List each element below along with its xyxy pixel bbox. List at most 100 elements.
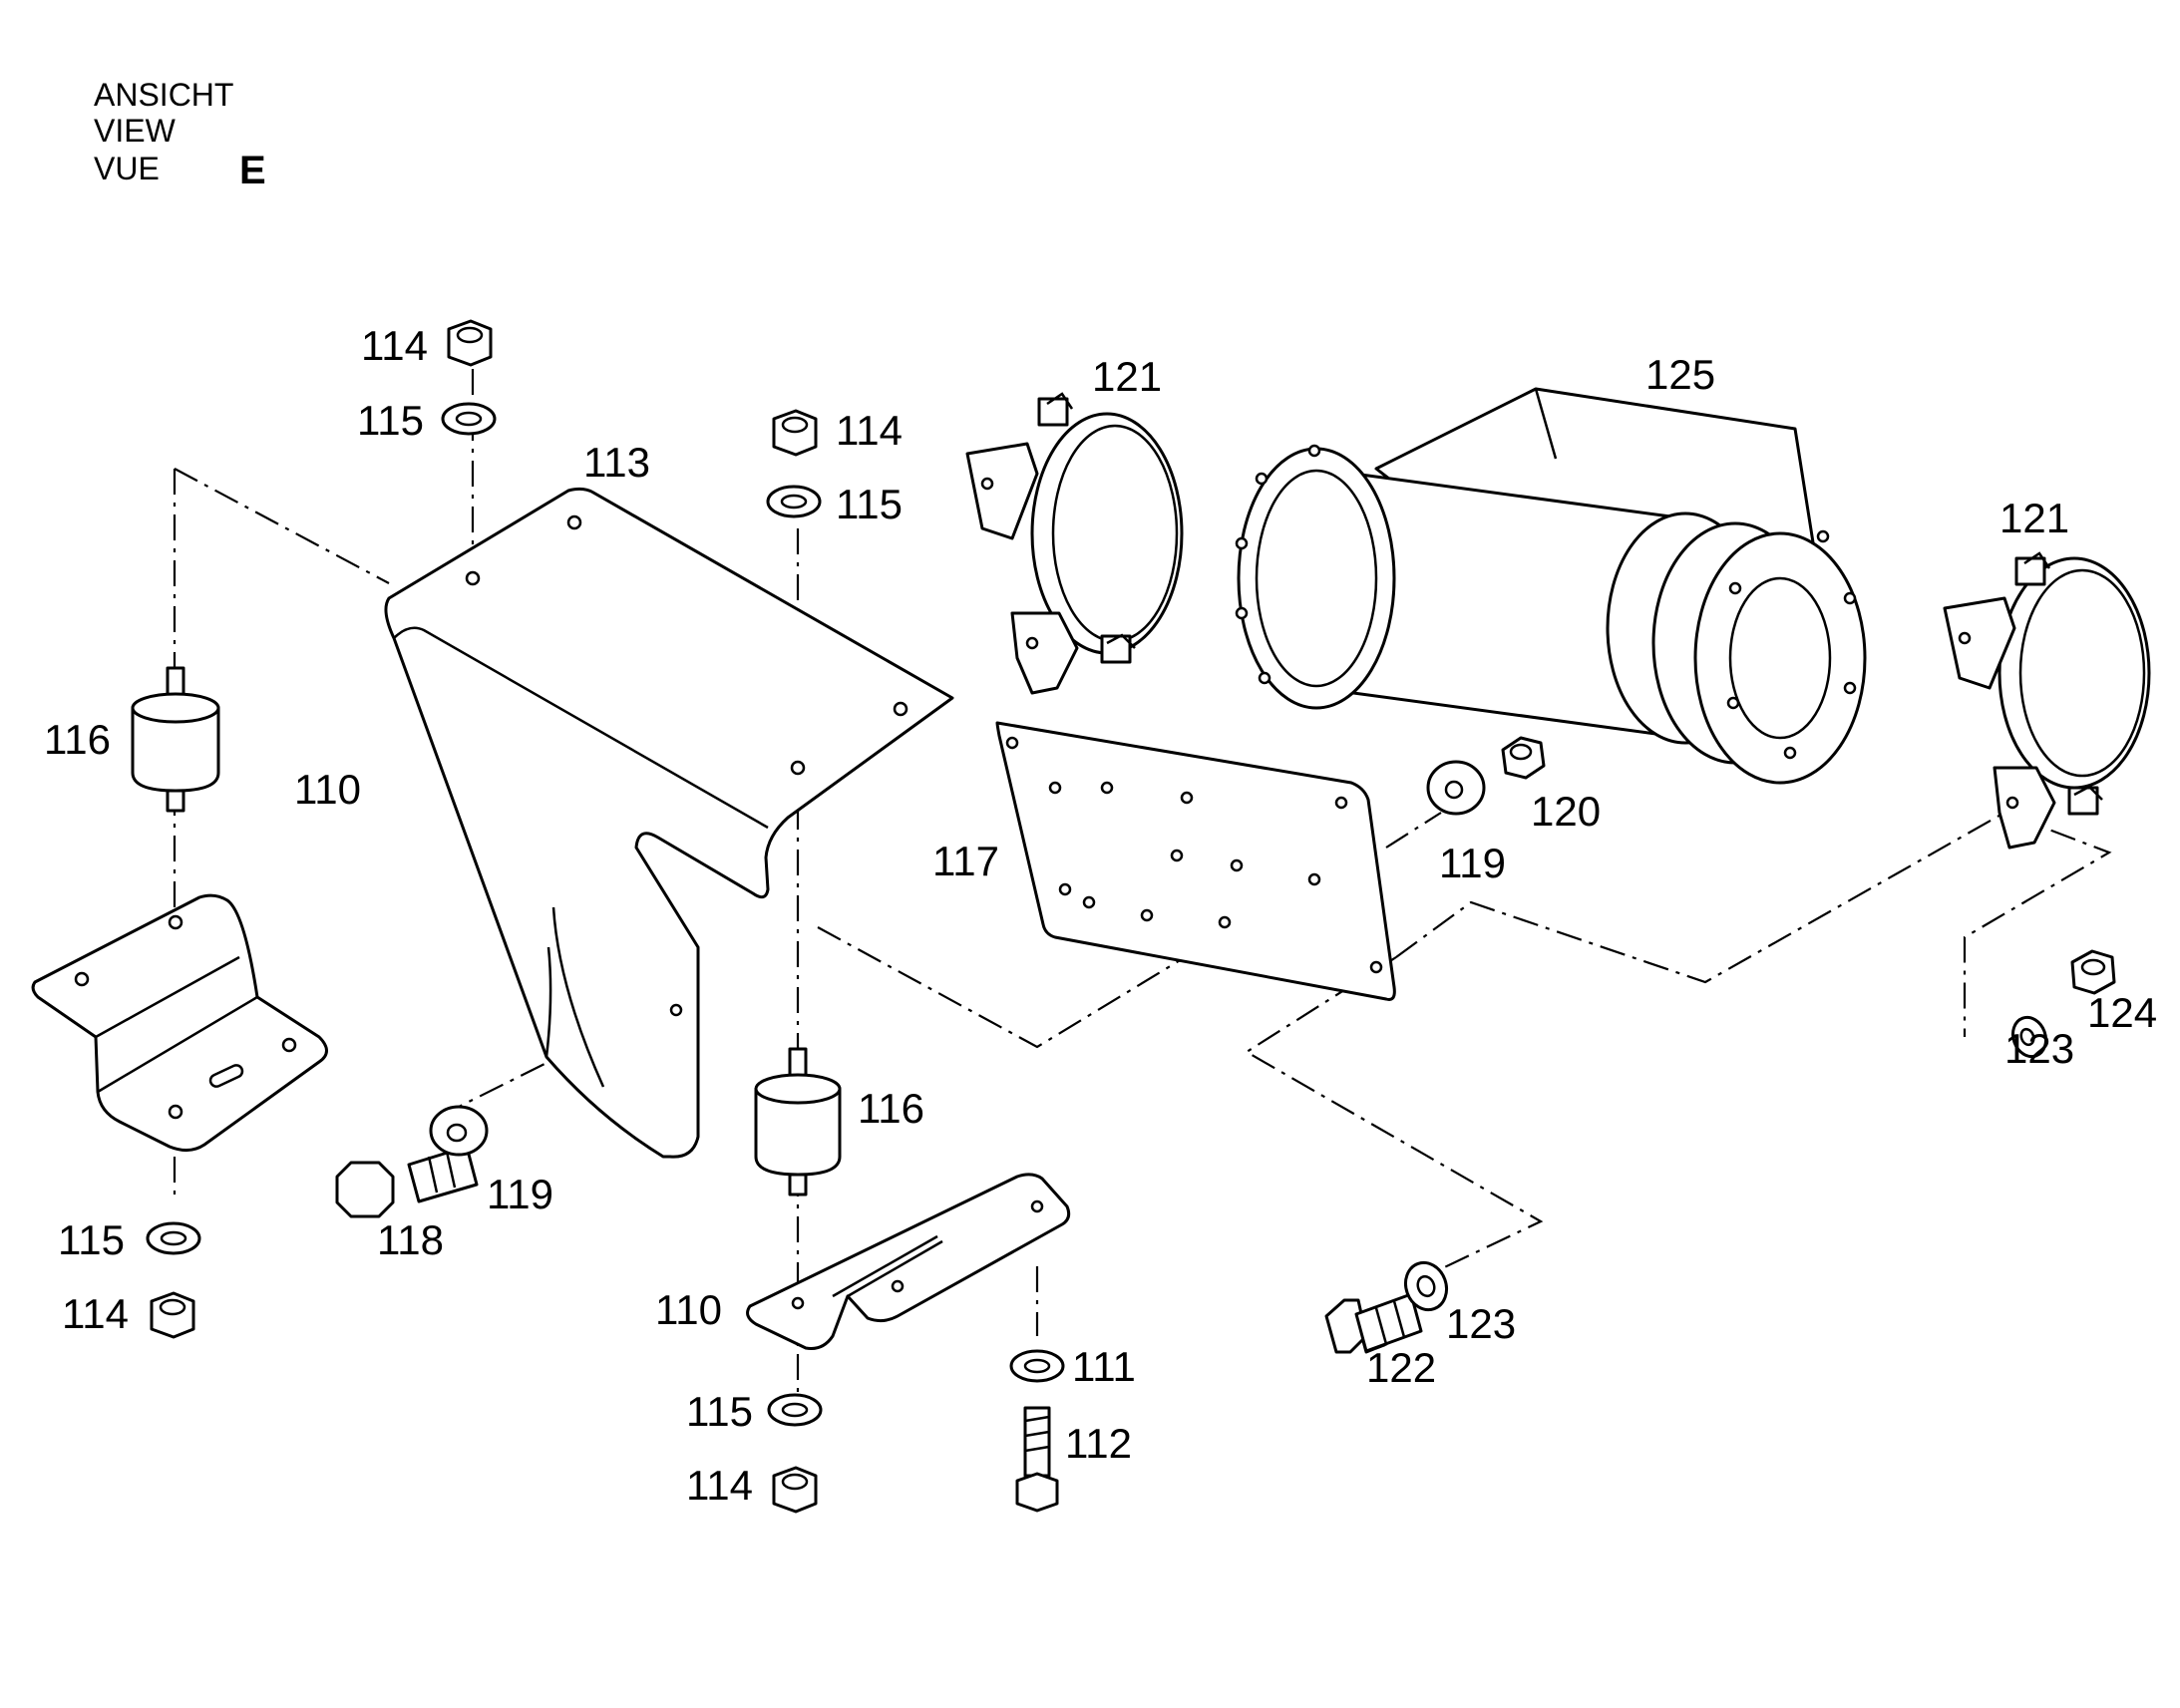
callout-114-top: 114 — [361, 322, 428, 369]
callout-111: 111 — [1072, 1343, 1136, 1390]
callout-115-top: 115 — [357, 397, 424, 444]
view-letter: E — [239, 149, 266, 192]
washer-119-left — [429, 1105, 489, 1157]
flange-hole — [1255, 472, 1269, 486]
callout-115-mid: 115 — [836, 481, 903, 527]
clamp-bolt-head — [2067, 786, 2099, 816]
bolt-112 — [1015, 1406, 1059, 1513]
view-label-view: VIEW — [94, 113, 177, 149]
view-label-block: ANSICHT VIEW VUE E — [94, 77, 266, 192]
flange-hole — [1843, 591, 1857, 605]
flange-hole — [1783, 746, 1797, 760]
clamp-hole — [980, 477, 994, 491]
bracket-hole — [168, 914, 183, 930]
hex-nut-114-mid — [772, 409, 818, 457]
mount-stud-bottom — [166, 789, 185, 813]
rubber-mount-116-left — [131, 666, 220, 813]
callout-123-right: 123 — [2004, 1025, 2074, 1072]
assembly-line-right-route — [1395, 811, 2112, 1037]
view-label-vue: VUE — [94, 151, 160, 186]
clamp-121-right — [1943, 551, 2151, 850]
plate-hole — [1082, 895, 1096, 909]
callout-121-left: 121 — [1092, 353, 1162, 400]
bracket-hole — [891, 1279, 905, 1293]
bracket-hole — [1030, 1199, 1044, 1213]
callout-117: 117 — [932, 838, 999, 884]
plate-hole — [1218, 915, 1232, 929]
clamp-hole — [1958, 631, 1972, 645]
plate-hole — [1334, 796, 1348, 810]
callout-121-right: 121 — [1999, 495, 2069, 541]
bracket-hole — [791, 1296, 805, 1310]
mounting-bracket-110-bottom — [746, 1173, 1071, 1350]
bolt-118 — [335, 1145, 479, 1218]
callout-119-right: 119 — [1439, 840, 1506, 886]
muffler-125 — [1235, 387, 1867, 785]
clamp-hole — [2005, 796, 2019, 810]
callout-114-bottom: 114 — [686, 1462, 753, 1509]
flange-hole — [1728, 581, 1742, 595]
washer-123-bottom — [1403, 1260, 1449, 1312]
bracket-hole — [790, 760, 806, 776]
bracket-hole — [168, 1104, 183, 1120]
hex-nut-114-bottom — [772, 1466, 818, 1514]
flange-hole — [1258, 671, 1272, 685]
plate-hole — [1230, 858, 1244, 872]
washer-123-right — [2010, 1015, 2048, 1059]
hex-nut-114-left — [150, 1291, 195, 1339]
flange-hole — [1235, 536, 1249, 550]
plate-117 — [995, 721, 1396, 1001]
plate-hole — [1005, 736, 1019, 750]
washer-111 — [1009, 1349, 1065, 1383]
callout-120: 120 — [1531, 788, 1601, 835]
callout-125: 125 — [1645, 351, 1715, 398]
plate-hole — [1100, 781, 1114, 795]
callout-110-bottom: 110 — [655, 1286, 722, 1333]
bracket-hole — [465, 570, 481, 586]
plate-hole — [1048, 781, 1062, 795]
plate-hole — [1369, 960, 1383, 974]
flange-hole — [1816, 529, 1830, 543]
clamp-bolt-head — [1100, 634, 1132, 664]
washer-119-right — [1426, 760, 1486, 816]
bracket-hole — [566, 514, 582, 530]
flange-hole — [1235, 606, 1249, 620]
plate-hole — [1307, 872, 1321, 886]
assembly-line-lower-route — [1244, 956, 1544, 1272]
bracket-slot — [208, 1064, 244, 1088]
washer-115-left — [146, 1221, 201, 1255]
assembly-line-plate-washer — [1385, 812, 1442, 849]
plate-hole — [1170, 849, 1184, 862]
flange-hole — [1726, 696, 1740, 710]
callout-113: 113 — [583, 439, 650, 486]
mounting-bracket-110-left — [31, 893, 328, 1152]
callout-116-left: 116 — [44, 716, 111, 763]
callouts: 110 110 111 112 113 114 114 114 114 115 … — [44, 322, 2157, 1509]
callout-115-bottom: 115 — [686, 1388, 753, 1435]
view-label-ansicht: ANSICHT — [94, 77, 233, 113]
assembly-line-left-diag — [174, 468, 390, 584]
flange-hole — [1307, 444, 1321, 458]
plate-hole — [1180, 791, 1194, 805]
callout-124: 124 — [2087, 989, 2157, 1036]
flange-hole — [1843, 681, 1857, 695]
bracket-hole — [893, 701, 908, 717]
callout-112: 112 — [1065, 1420, 1132, 1467]
washer-115-top — [441, 402, 497, 436]
plate-hole — [1058, 882, 1072, 896]
callout-118: 118 — [377, 1216, 444, 1263]
callout-114-left: 114 — [62, 1290, 129, 1337]
clamp-121-left — [965, 392, 1184, 695]
callout-122: 122 — [1366, 1344, 1436, 1391]
mount-stud-bottom — [788, 1173, 808, 1196]
rubber-mount-116-mid — [754, 1047, 842, 1196]
plate-hole — [1140, 908, 1154, 922]
hex-nut-124 — [2070, 949, 2116, 995]
washer-115-mid — [766, 485, 822, 518]
clamp-bolt-head — [2014, 556, 2046, 586]
bracket-hole — [74, 971, 90, 987]
callout-116-mid: 116 — [858, 1085, 924, 1132]
bracket-hole — [281, 1037, 297, 1053]
clamp-hole — [1025, 636, 1039, 650]
